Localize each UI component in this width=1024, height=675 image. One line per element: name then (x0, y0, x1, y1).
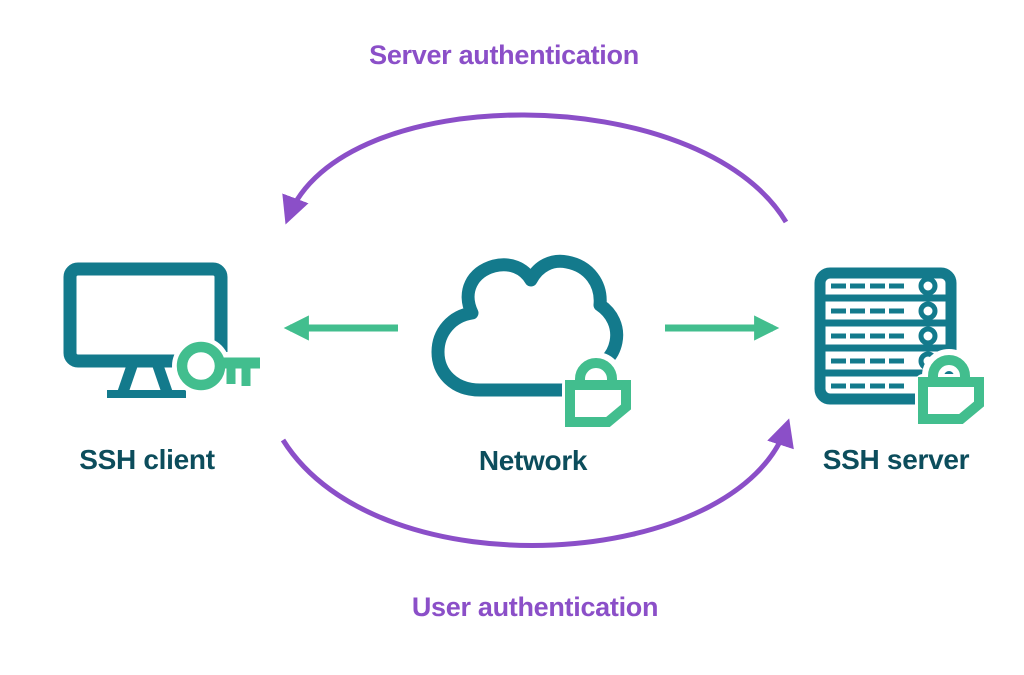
ssh-client-label: SSH client (79, 444, 215, 475)
ssh-server-label: SSH server (822, 444, 970, 475)
server-auth-arrow (282, 112, 789, 225)
server-lock-icon (915, 349, 987, 427)
network-icon (431, 254, 634, 430)
network-label: Network (478, 445, 588, 476)
server-rack-icon (814, 267, 957, 405)
user-auth-arrow (280, 418, 794, 548)
network-lock-icon (562, 352, 634, 430)
cloud-icon (431, 254, 624, 397)
ssh-client-icon (63, 262, 261, 398)
server-auth-label: Server authentication (369, 40, 639, 70)
monitor-icon (63, 262, 228, 398)
key-icon (172, 337, 261, 395)
ssh-server-icon (814, 267, 987, 427)
user-auth-label: User authentication (411, 592, 659, 622)
